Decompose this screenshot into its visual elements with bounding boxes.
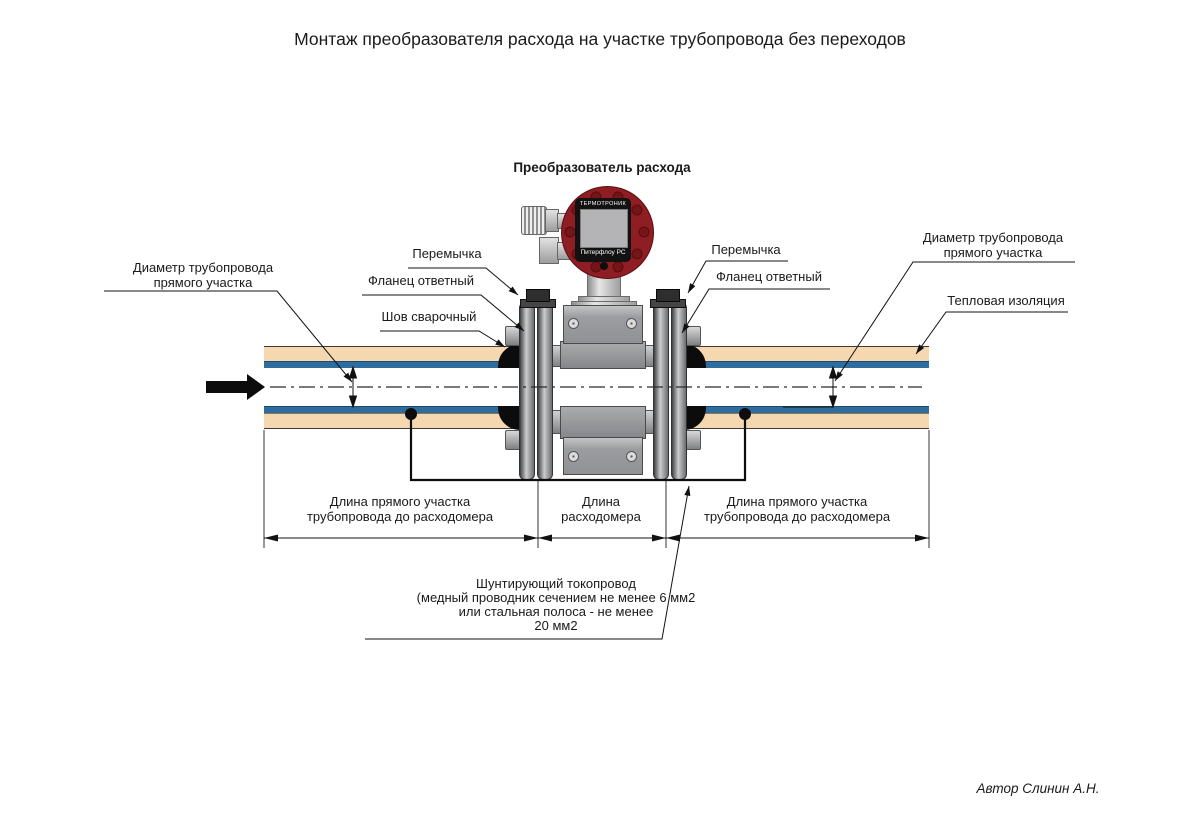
leader-insulation [915, 311, 1068, 355]
dimension-line-text: Длина прямого участка [329, 494, 471, 509]
insulation-band-bottom-right [684, 413, 929, 429]
lcd-display [580, 209, 628, 248]
dimension-line-text: Длина [581, 494, 621, 509]
pipe-interior [264, 368, 929, 406]
dimension-label-left: Длина прямого участка трубопровода до ра… [306, 494, 494, 524]
screw-icon [626, 451, 637, 462]
flow-tube-bottom-wall [560, 406, 646, 439]
callout-flange-right: Фланец ответный [716, 269, 822, 284]
weld-seam-top-left [498, 344, 521, 368]
callout-line: Диаметр трубопровода [132, 260, 274, 275]
drawing-title: Монтаж преобразователя расхода на участк… [294, 29, 906, 49]
callout-diameter-right: Диаметр трубопровода прямого участка [922, 230, 1064, 260]
device-brand: ТЕРМОТРОНИК [579, 201, 627, 207]
dimension-line-text: трубопровода до расходомера [703, 508, 891, 524]
shunt-note-line: Шунтирующий токопровод [476, 576, 636, 591]
dimension-arrowheads [264, 534, 929, 542]
callout-jumper-left: Перемычка [412, 246, 482, 261]
leader-flange-right [681, 288, 830, 334]
cable-gland-knob [521, 206, 547, 235]
counter-flange-right-outer [671, 302, 687, 480]
dimension-label-meter: Длина расходомера [561, 494, 641, 524]
insulation-band-top-right [684, 346, 929, 362]
flow-tube-top-wall [560, 341, 646, 369]
dimension-line-text: Длина прямого участка [726, 494, 868, 509]
callout-line: Диаметр трубопровода [922, 230, 1064, 245]
callout-diameter-left: Диаметр трубопровода прямого участка [132, 260, 274, 290]
leader-weld-seam [380, 330, 506, 348]
callout-flange-left: Фланец ответный [368, 273, 474, 288]
dimension-line-text: трубопровода до расходомера [306, 508, 494, 524]
callout-jumper-right: Перемычка [711, 242, 781, 257]
dimension-label-right: Длина прямого участка трубопровода до ра… [703, 494, 891, 524]
shunt-note: Шунтирующий токопровод (медный проводник… [417, 577, 696, 633]
callout-line: прямого участка [153, 274, 253, 290]
jumper-right [656, 289, 680, 302]
jumper-left [526, 289, 550, 302]
callout-insulation: Тепловая изоляция [947, 293, 1065, 308]
insulation-band-bottom-left [264, 413, 520, 429]
insulation-band-top-left [264, 346, 520, 362]
counter-flange-left-outer [519, 302, 535, 480]
device-caption: Преобразователь расхода [513, 160, 691, 175]
author-credit: Автор Слинин А.Н. [976, 781, 1100, 796]
shunt-note-line: (медный проводник сечением не менее 6 мм… [416, 590, 696, 605]
flow-direction-arrow [206, 374, 265, 400]
screw-icon [568, 318, 579, 329]
screw-icon [626, 318, 637, 329]
dimension-line-text: расходомера [561, 508, 641, 524]
device-model: Питерфлоу РС [580, 249, 626, 256]
meter-flange-right [653, 302, 669, 480]
meter-flange-left [537, 302, 553, 480]
callout-line: прямого участка [943, 244, 1043, 260]
shunt-note-line: или стальная полоса - не менее [458, 604, 654, 619]
cable-entry-box [539, 237, 559, 264]
screw-icon [568, 451, 579, 462]
shunt-note-line: 20 мм2 [534, 618, 578, 633]
callout-weld-seam: Шов сварочный [381, 309, 477, 324]
